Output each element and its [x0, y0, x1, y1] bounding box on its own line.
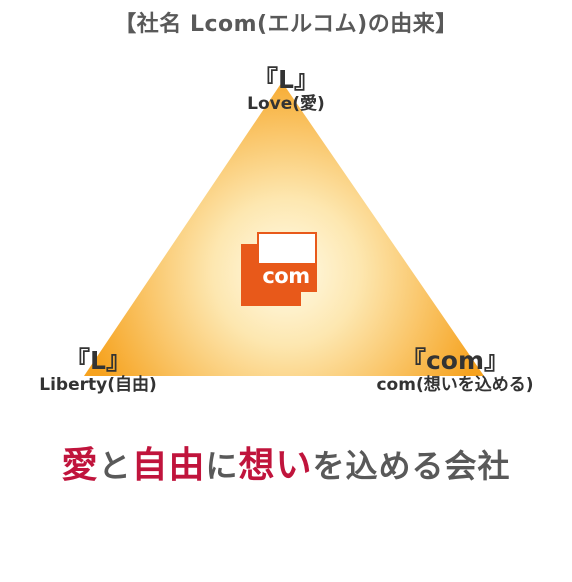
triangle-shape: [84, 82, 484, 376]
tagline-segment: と: [98, 447, 132, 485]
vertex-liberty: 『L』 Liberty(自由): [10, 346, 186, 396]
tagline-segment: 想い: [238, 445, 313, 486]
vertex-liberty-mark: 『L』: [65, 346, 131, 375]
tagline-segment: に: [205, 447, 239, 485]
vertex-love-mark: 『L』: [253, 65, 319, 94]
lcom-logo: com: [241, 232, 317, 306]
tagline-segment: を込める会社: [312, 447, 511, 485]
vertex-com-mark: 『com』: [400, 346, 510, 375]
tagline-segment: 自由: [131, 445, 206, 486]
vertex-liberty-meaning: Liberty(自由): [39, 375, 157, 395]
vertex-com: 『com』 com(想いを込める): [342, 346, 568, 396]
tagline: 愛と自由に想いを込める会社: [0, 436, 572, 488]
logo-text: com: [257, 263, 315, 290]
vertex-love-meaning: Love(愛): [247, 94, 325, 114]
vertex-love: 『L』 Love(愛): [186, 65, 386, 115]
page-title: 【社名 Lcom(エルコム)の由来】: [114, 12, 458, 37]
tagline-segment: 愛: [61, 445, 99, 486]
vertex-com-meaning: com(想いを込める): [376, 375, 534, 395]
